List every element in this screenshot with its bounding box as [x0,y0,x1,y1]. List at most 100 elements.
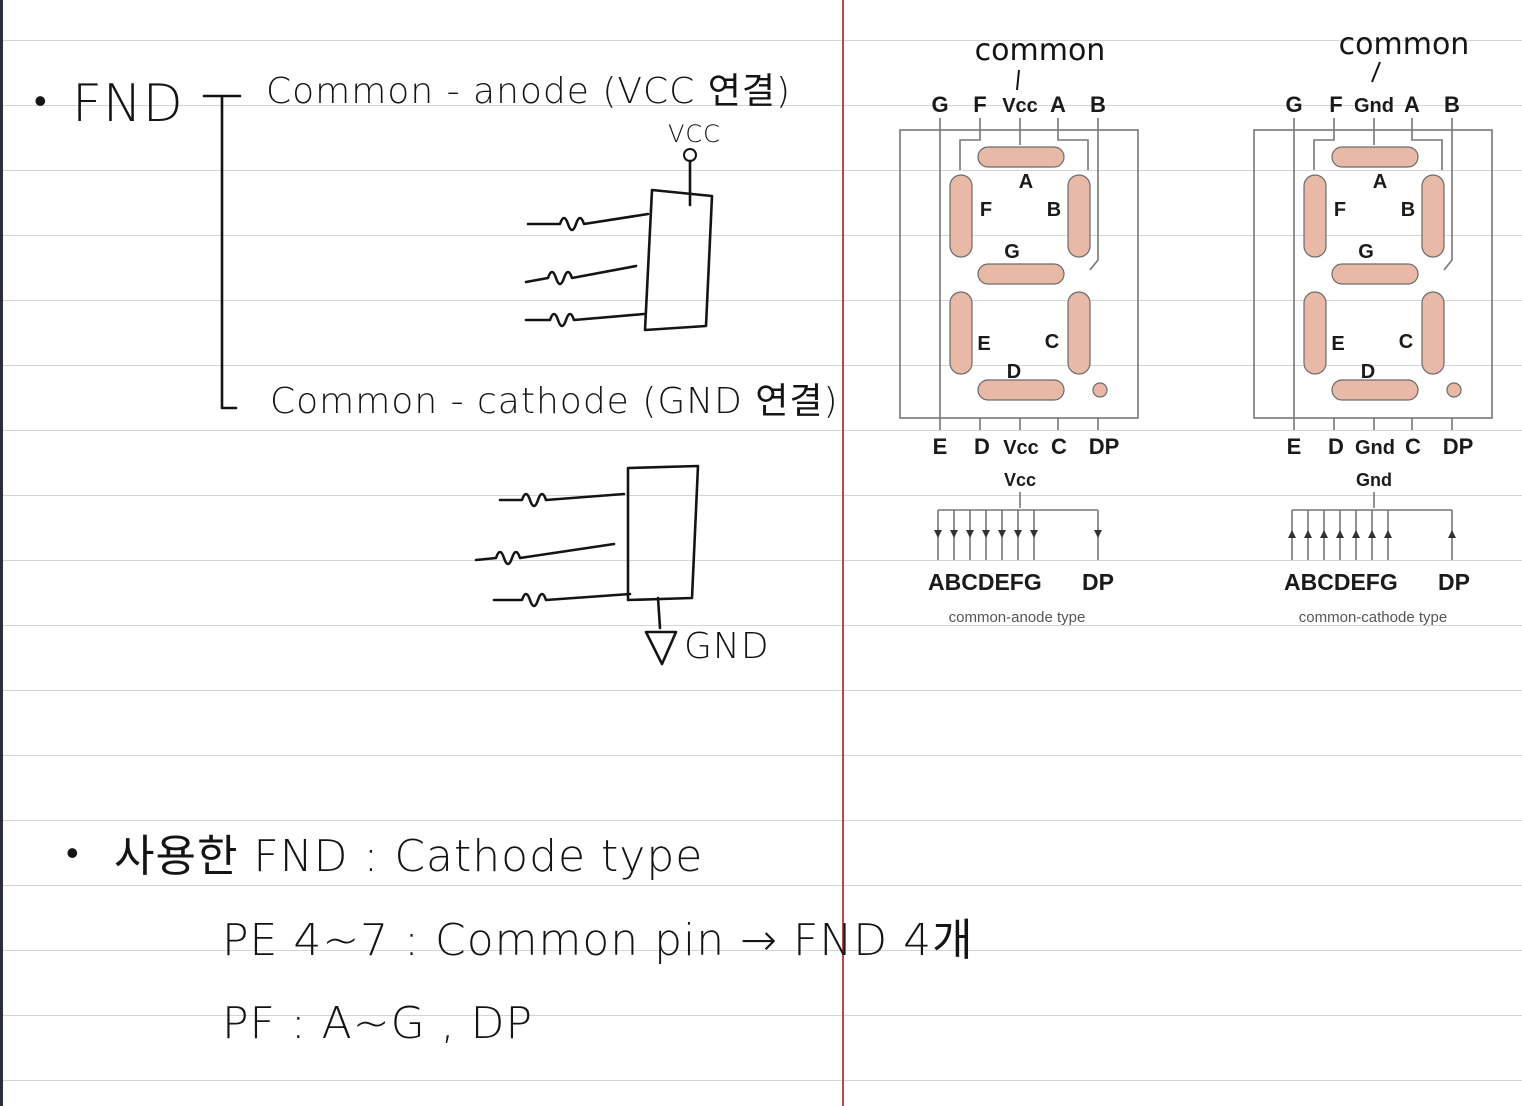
segment-dp [1092,382,1108,398]
segment-label: D [1361,361,1375,383]
segment-e [949,291,973,375]
dp-row-label: DP [1082,569,1114,595]
common-pointer [1371,61,1381,83]
diagram-caption: common-cathode type [1299,609,1447,626]
anode-fnd-box [643,188,714,332]
segment-d [1331,379,1419,401]
bullet-dot: • [34,81,48,122]
segment-d [977,379,1065,401]
pin-label-bottom: D [1328,434,1344,459]
segment-label: B [1047,199,1061,221]
segment-f [1303,174,1327,258]
ruled-line [3,885,1522,886]
segment-c [1421,291,1445,375]
resistor-line [498,492,626,508]
ruled-line [3,235,1522,236]
diode-symbols [1288,530,1456,538]
ruled-line [3,690,1522,691]
ruled-line [3,560,1522,561]
ruled-line [3,755,1522,756]
segment-b [1067,174,1091,258]
diode-array [1291,492,1453,560]
cathode-fnd-box [626,464,700,602]
dp-row-label: DP [1438,569,1470,595]
segment-label: G [1004,241,1020,263]
segment-c [1067,291,1091,375]
segment-a [977,146,1065,168]
gnd-label: GND [684,626,770,667]
fnd-body [1253,129,1493,419]
ruled-line [3,430,1522,431]
segment-g [1331,263,1419,285]
pin-label-top: F [1329,92,1342,117]
common-cathode-diagram: common G F Gnd A B A B C D E F G E [1253,27,1493,626]
pf-segment-note: PF : A~G , DP [222,998,534,1049]
pin-label-top: G [931,92,948,117]
pin-label-bottom: Vcc [1003,437,1039,459]
segment-label: C [1045,331,1059,353]
pin-label-bottom: C [1405,434,1421,459]
vcc-terminal-circle [683,148,697,162]
segment-label: F [1334,199,1346,221]
pin-leads [939,118,1099,430]
pin-label-bottom: C [1051,434,1067,459]
bullet-dot: • [66,833,80,874]
segment-label: G [1358,241,1374,263]
segment-e [1303,291,1327,375]
vcc-label: VCC [668,120,721,148]
common-handwritten-label: common [975,33,1106,68]
ruled-line [3,625,1522,626]
segment-a [1331,146,1419,168]
ruled-line [3,1015,1522,1016]
common-rail-label: Vcc [1004,470,1036,490]
ruled-line [3,820,1522,821]
resistor-line [526,212,650,232]
gnd-triangle [644,630,678,666]
segment-label: C [1399,331,1413,353]
pe-common-pin-note: PE 4~7 : Common pin → FND 4개 [222,915,974,966]
handwritten-sketch [202,94,714,666]
fnd-body [899,129,1139,419]
pin-label-bottom: E [933,434,948,459]
pin-leads [1293,118,1453,430]
pin-label-top: B [1090,92,1106,117]
segment-label: A [1019,171,1033,193]
anode-note: Common - anode (VCC 연결) [266,71,792,112]
common-pointer [1016,69,1020,91]
ruled-line [3,950,1522,951]
pin-label-top: A [1404,92,1420,117]
ruled-line [3,40,1522,41]
bracket-line [202,94,242,410]
pin-label-top: B [1444,92,1460,117]
pin-label-top: A [1050,92,1066,117]
segment-label: E [977,333,990,355]
ruled-line [3,300,1522,301]
ruled-line [3,105,1522,106]
segment-label: A [1373,171,1387,193]
pin-label-bottom: DP [1443,434,1474,459]
diagram-caption: common-anode type [949,609,1086,626]
margin-line [842,0,844,1106]
segment-row-label: ABCDEFG [1284,569,1398,595]
common-handwritten-label: common [1339,27,1470,62]
segment-row-label: ABCDEFG [928,569,1042,595]
page-edge [0,0,3,1106]
ruled-line [3,365,1522,366]
common-rail-label: Gnd [1356,470,1392,490]
segment-label: F [980,199,992,221]
segment-g [977,263,1065,285]
resistor-line [492,592,632,608]
pin-label-top: G [1285,92,1302,117]
resistor-line [524,264,638,286]
resistor-line [474,542,616,566]
ruled-line [3,495,1522,496]
pin-label-bottom: Gnd [1355,437,1395,459]
pin-label-top: Vcc [1002,95,1038,117]
pin-label-bottom: DP [1089,434,1120,459]
common-anode-diagram: common G F Vcc A B A B C D E F G E [899,33,1139,626]
segment-label: E [1331,333,1344,355]
diode-array [937,492,1099,560]
gnd-wire [656,596,662,630]
segment-dp [1446,382,1462,398]
pin-label-top: F [973,92,986,117]
